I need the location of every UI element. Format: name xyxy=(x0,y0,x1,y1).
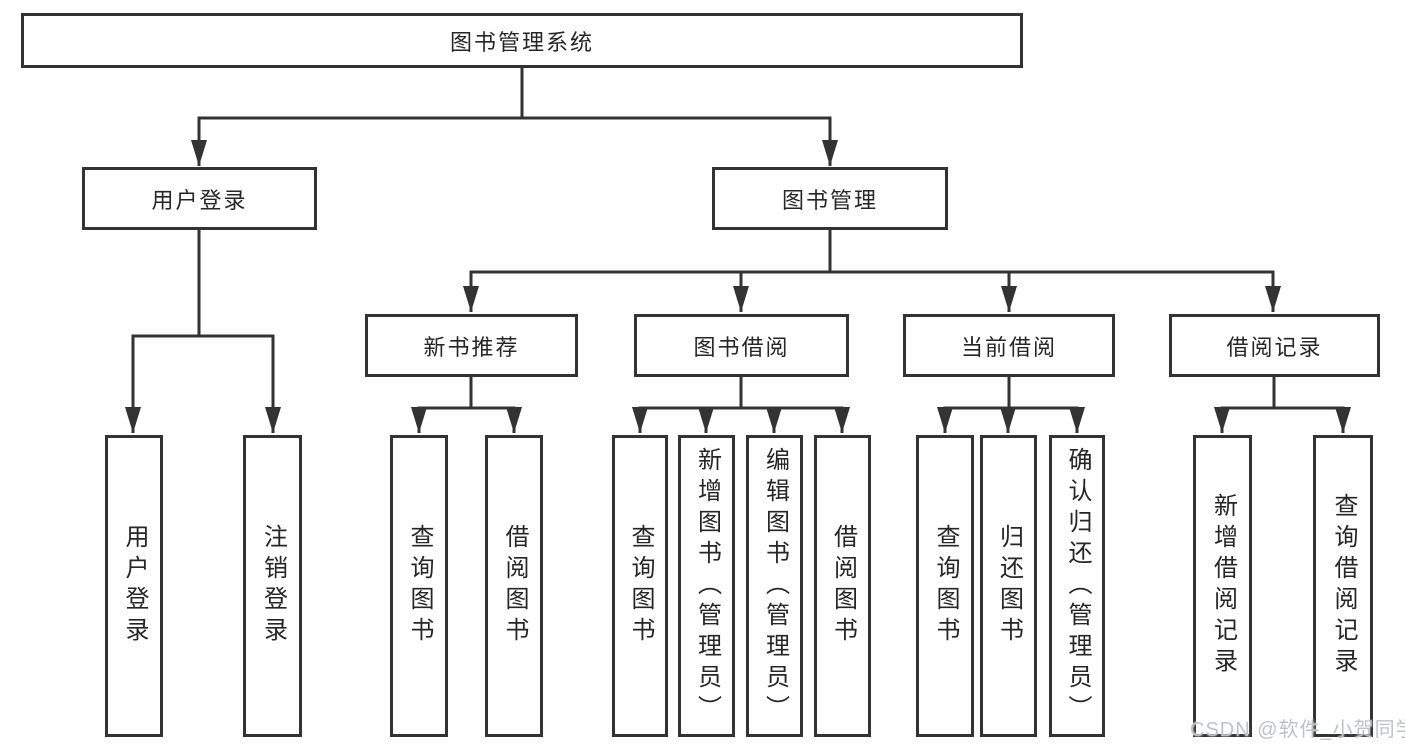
watermark: CSDN @软件_小贺同学 xyxy=(1190,719,1405,741)
leaf-query-books-borrowing: 查询图书 xyxy=(612,435,668,737)
node-user-login: 用户登录 xyxy=(82,167,317,230)
leaf-query-books-recommend: 查询图书 xyxy=(390,435,448,737)
leaf-query-books-recommend-label: 查询图书 xyxy=(406,524,433,648)
leaf-edit-book-admin: 编辑图书（管理员） xyxy=(746,435,803,737)
node-root: 图书管理系统 xyxy=(21,13,1023,68)
node-borrowing-records: 借阅记录 xyxy=(1169,314,1380,377)
leaf-add-book-admin: 新增图书（管理员） xyxy=(678,435,735,737)
tree-branch-wires xyxy=(131,68,1345,410)
leaf-borrow-books-recommend-label: 借阅图书 xyxy=(501,524,528,648)
node-current-borrowing: 当前借阅 xyxy=(903,314,1115,377)
node-book-management: 图书管理 xyxy=(712,167,948,230)
leaf-query-books-current: 查询图书 xyxy=(916,435,974,737)
leaf-user-login: 用户登录 xyxy=(105,435,163,737)
leaf-borrow-books-label: 借阅图书 xyxy=(829,524,857,648)
leaf-query-books-current-label: 查询图书 xyxy=(932,524,959,648)
leaf-borrow-books-recommend: 借阅图书 xyxy=(485,435,543,737)
leaf-query-borrow-record-label: 查询借阅记录 xyxy=(1330,493,1357,679)
leaf-logout-login-label: 注销登录 xyxy=(259,524,287,648)
leaf-logout-login: 注销登录 xyxy=(243,435,302,737)
leaf-edit-book-admin-label: 编辑图书（管理员） xyxy=(761,446,789,726)
leaf-add-book-admin-label: 新增图书（管理员） xyxy=(693,446,721,726)
leaf-borrow-books: 借阅图书 xyxy=(814,435,871,737)
node-new-book-recommendation: 新书推荐 xyxy=(365,314,578,377)
leaf-return-book: 归还图书 xyxy=(980,435,1037,737)
leaf-confirm-return-admin: 确认归还（管理员） xyxy=(1049,435,1105,737)
leaf-user-login-label: 用户登录 xyxy=(121,524,148,648)
leaf-query-books-borrowing-label: 查询图书 xyxy=(627,524,654,648)
leaf-add-borrow-record: 新增借阅记录 xyxy=(1193,435,1252,737)
node-book-borrowing: 图书借阅 xyxy=(634,314,849,377)
leaf-confirm-return-admin-label: 确认归还（管理员） xyxy=(1064,446,1091,726)
leaf-add-borrow-record-label: 新增借阅记录 xyxy=(1209,493,1237,679)
leaf-return-book-label: 归还图书 xyxy=(995,524,1023,648)
leaf-query-borrow-record: 查询借阅记录 xyxy=(1313,435,1373,737)
